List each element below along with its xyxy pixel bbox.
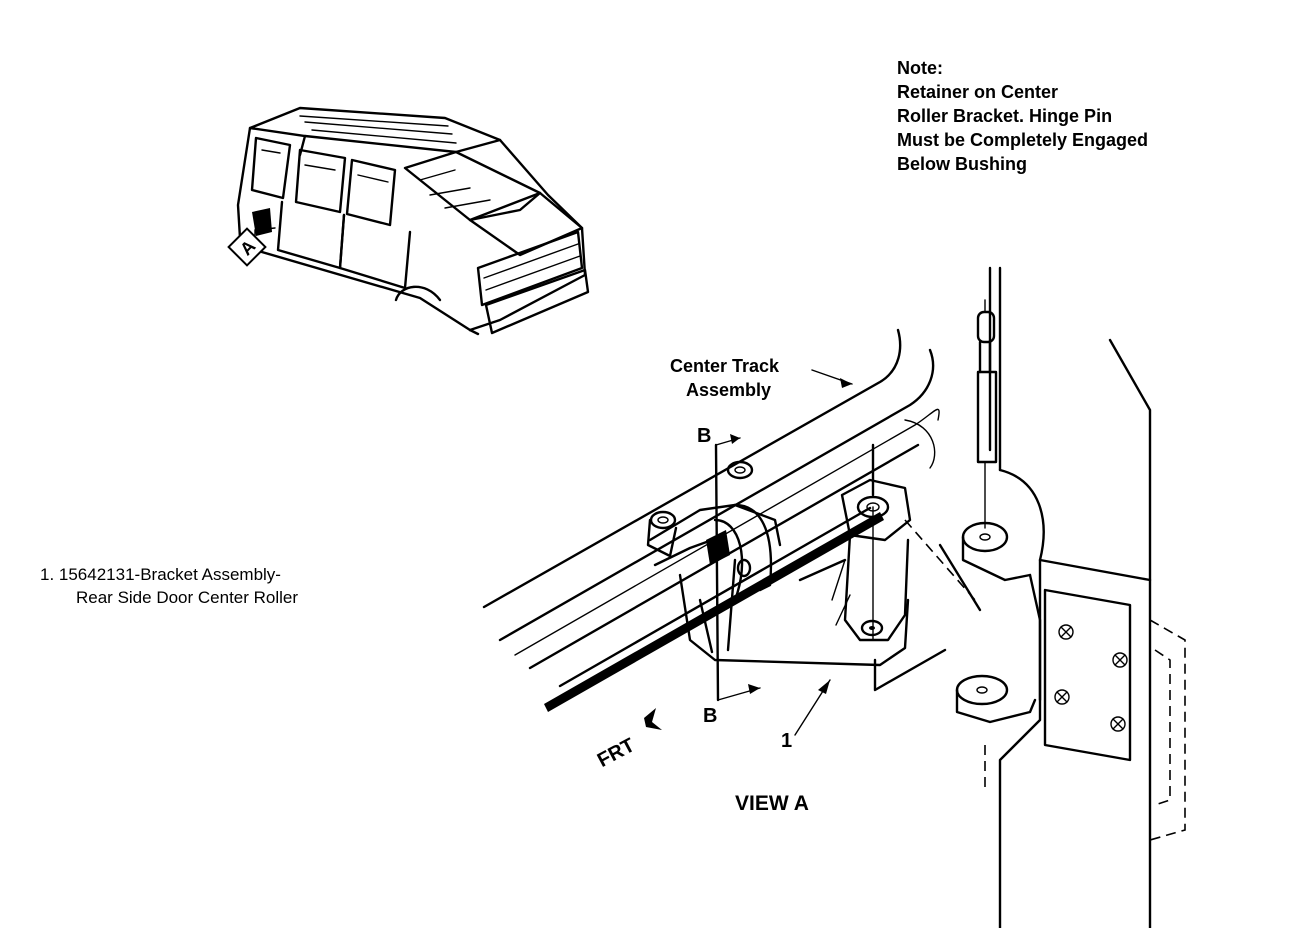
- note-line-1: Retainer on Center: [897, 82, 1059, 102]
- note-line-2: Roller Bracket. Hinge Pin: [897, 106, 1113, 126]
- door-hinge-assembly: [873, 266, 1186, 928]
- section-b-top-label: B: [697, 425, 711, 447]
- note-heading: Note:: [897, 58, 943, 78]
- note-line-3: Must be Completely Engaged: [897, 130, 1149, 150]
- front-direction-label: FRT: [594, 734, 639, 772]
- legend-item-1-line-1: 1. 15642131-Bracket Assembly-: [40, 565, 281, 584]
- center-track-assembly: [482, 328, 940, 712]
- installation-note: Note: Retainer on Center Roller Bracket.…: [897, 56, 1148, 176]
- section-b-b-line: [714, 434, 761, 702]
- note-line-4: Below Bushing: [897, 154, 1027, 174]
- item-1-callout: 1: [781, 730, 792, 752]
- front-arrow-icon: [644, 708, 662, 730]
- bracket-assembly: [646, 443, 912, 736]
- view-a-title: VIEW A: [735, 792, 809, 815]
- center-track-label-2: Assembly: [686, 380, 771, 400]
- section-b-bottom-label: B: [703, 705, 717, 727]
- center-track-label-1: Center Track: [670, 356, 780, 376]
- legend-item-1-line-2: Rear Side Door Center Roller: [76, 588, 299, 607]
- van-illustration: [227, 106, 590, 336]
- parts-legend: 1. 15642131-Bracket Assembly- Rear Side …: [40, 563, 298, 609]
